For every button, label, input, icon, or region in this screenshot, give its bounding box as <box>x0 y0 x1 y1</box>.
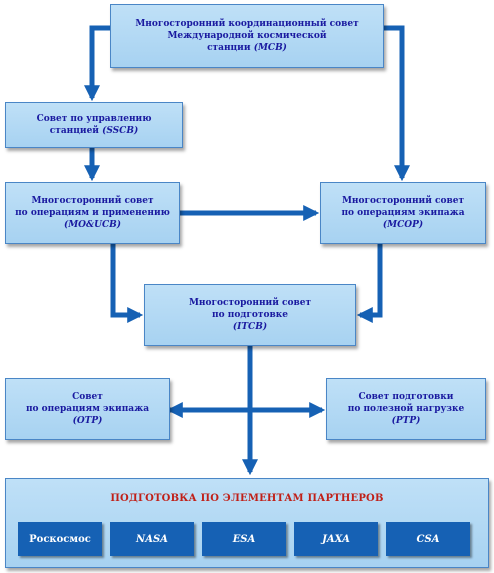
partners-panel: ПОДГОТОВКА ПО ЭЛЕМЕНТАМ ПАРТНЕРОВ Роскос… <box>5 478 489 568</box>
mcb-abbr: (MCB) <box>253 43 287 53</box>
mcop-abbr: (MCOP) <box>382 220 424 230</box>
mo-ucb-box: Многосторонний совет по операциям и прим… <box>5 182 180 244</box>
mcop-line1: Многосторонний совет <box>341 196 465 206</box>
mcb-line3: станции <box>207 43 251 53</box>
ptp-line2: по полезной нагрузке <box>347 404 465 414</box>
partner-csa: CSA <box>386 522 470 556</box>
partner-esa: ESA <box>202 522 286 556</box>
partner-jaxa: JAXA <box>294 522 378 556</box>
itcb-line2: по подготовке <box>212 310 288 320</box>
sscb-line2: станцией <box>49 126 99 136</box>
itcb-box: Многосторонний совет по подготовке (ITCB… <box>144 284 356 346</box>
mcop-box: Многосторонний совет по операциям экипаж… <box>320 182 486 244</box>
ptp-line1: Совет подготовки <box>358 392 454 402</box>
mcop-line2: по операциям экипажа <box>341 208 465 218</box>
ptp-abbr: (PTP) <box>391 416 421 426</box>
mo-ucb-abbr: (MO&UCB) <box>63 220 122 230</box>
arrow-mcb-to-sscb <box>83 25 110 102</box>
mo-ucb-line2: по операциям и применению <box>15 208 170 218</box>
mo-ucb-line1: Многосторонний совет <box>31 196 154 206</box>
otp-line1: Совет <box>72 392 103 402</box>
partners-title: ПОДГОТОВКА ПО ЭЛЕМЕНТАМ ПАРТНЕРОВ <box>110 493 384 504</box>
arrow-mcop-to-itcb <box>356 244 383 324</box>
otp-box: Совет по операциям экипажа (OTP) <box>5 378 170 440</box>
sscb-line1: Совет по управлению <box>36 114 152 124</box>
sscb-abbr: (SSCB) <box>102 126 139 136</box>
partner-roscosmos: Роскосмос <box>18 522 102 556</box>
otp-line2: по операциям экипажа <box>25 404 150 414</box>
mcb-box: Многосторонний координационный совет Меж… <box>110 4 384 68</box>
mcb-line2: Международной космической <box>167 31 327 41</box>
partner-nasa: NASA <box>110 522 194 556</box>
itcb-abbr: (ITCB) <box>232 322 268 332</box>
otp-abbr: (OTP) <box>72 416 103 426</box>
arrow-mcb-to-mcop <box>384 25 411 182</box>
mcb-line1: Многосторонний координационный совет <box>135 19 359 29</box>
arrow-mo-ucb-to-itcb <box>110 244 144 324</box>
itcb-line1: Многосторонний совет <box>188 298 312 308</box>
sscb-box: Совет по управлению станцией (SSCB) <box>5 102 183 148</box>
ptp-box: Совет подготовки по полезной нагрузке (P… <box>326 378 486 440</box>
